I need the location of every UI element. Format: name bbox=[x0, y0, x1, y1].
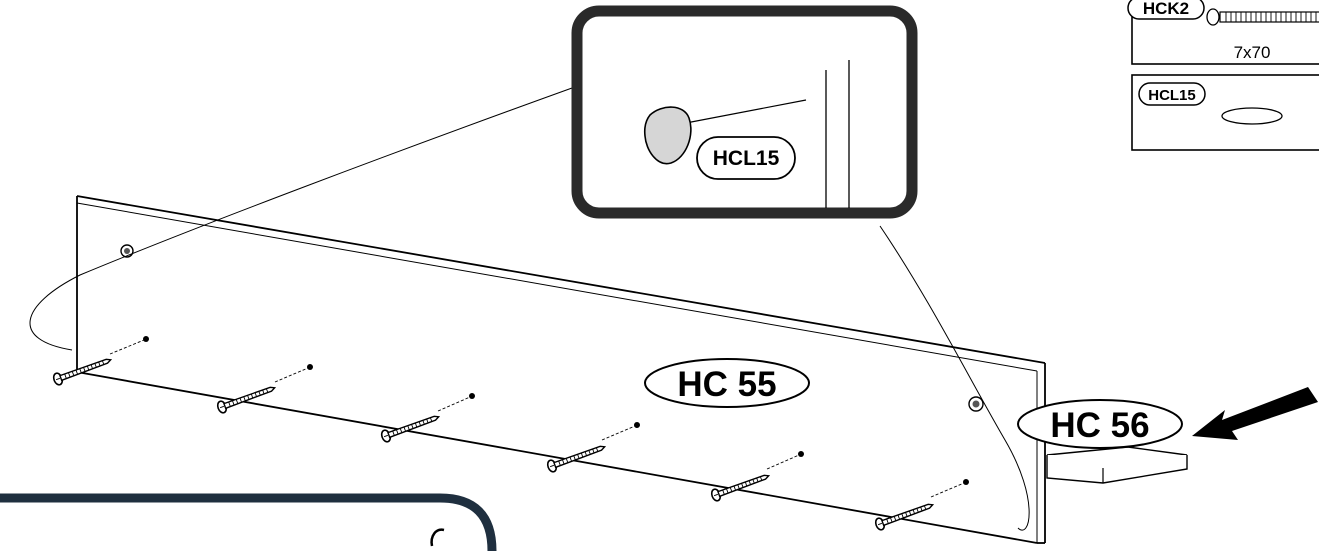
screw-head-icon bbox=[1206, 8, 1220, 26]
screw bbox=[51, 353, 114, 387]
screw-guides bbox=[109, 339, 965, 498]
cap-detail-icon bbox=[643, 106, 692, 165]
side-panel-label: HC 56 bbox=[1050, 406, 1149, 445]
tool-icon bbox=[430, 528, 445, 547]
screw-hole bbox=[798, 451, 804, 457]
cap-right bbox=[968, 396, 984, 412]
screw-hole bbox=[634, 422, 640, 428]
screw-hole bbox=[143, 336, 149, 342]
detail-part-label: HCL15 bbox=[713, 147, 780, 170]
screw-hole bbox=[469, 393, 475, 399]
parts-legend: HCK2 7x70 HCL15 bbox=[1127, 0, 1319, 151]
main-panel-label: HC 55 bbox=[677, 365, 776, 404]
screw-shank-icon bbox=[1219, 11, 1319, 23]
detail-box: HCL15 bbox=[571, 5, 918, 219]
next-detail-box bbox=[0, 493, 497, 551]
main-panel bbox=[76, 195, 1046, 544]
screw-hole bbox=[963, 479, 969, 485]
screw-hole bbox=[307, 364, 313, 370]
side-panel bbox=[1046, 446, 1188, 484]
screw-holes bbox=[143, 336, 969, 485]
screw-code: HCK2 bbox=[1143, 0, 1189, 18]
main-panel-label-group: HC 55 bbox=[644, 358, 810, 408]
side-panel-label-group: HC 56 bbox=[1017, 399, 1183, 449]
cap-code: HCL15 bbox=[1148, 87, 1196, 104]
callout-leaders bbox=[29, 87, 1030, 531]
arrow-icon bbox=[1192, 387, 1318, 440]
screw-size: 7x70 bbox=[1234, 43, 1271, 62]
cap-legend-icon bbox=[1221, 107, 1283, 125]
